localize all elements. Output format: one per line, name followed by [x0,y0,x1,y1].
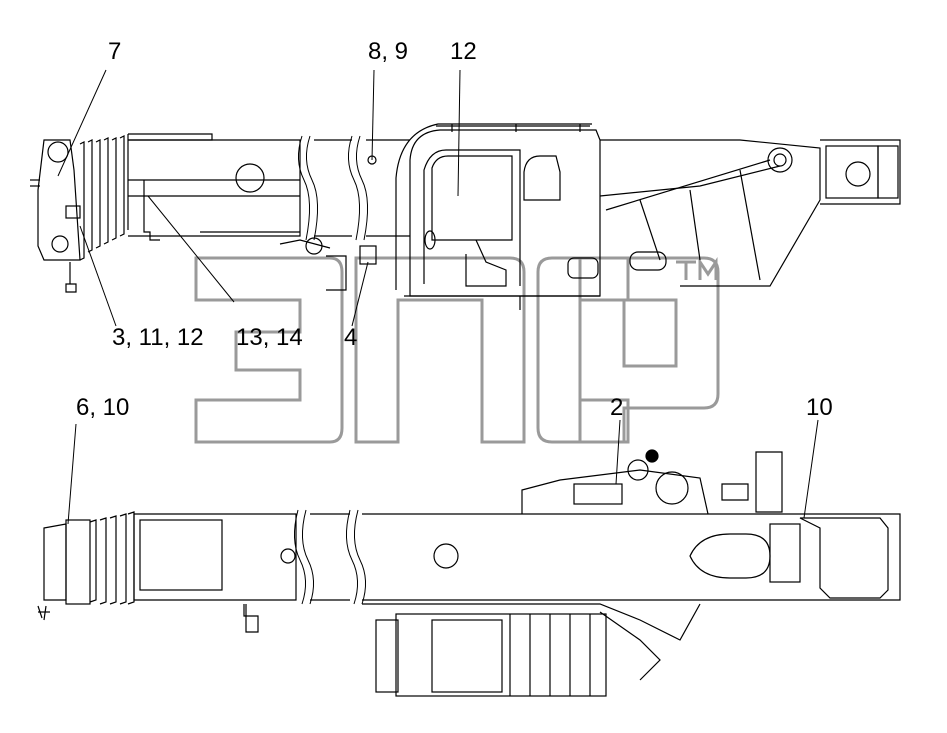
crane-side-view [30,123,901,310]
callout-8-9: 8, 9 [368,38,409,65]
leader-lines-top [57,69,461,327]
leader-lines-bottom [67,419,819,525]
callout-3-11-12: 3, 11, 12 [112,324,204,351]
callout-12: 12 [450,38,477,65]
crane-plan-view [37,449,901,697]
watermark-logo [194,256,720,444]
callout-10: 10 [806,394,833,421]
callout-7: 7 [108,38,122,65]
callout-6-10: 6, 10 [76,394,130,421]
callout-2: 2 [610,394,624,421]
callout-13-14: 13, 14 [236,324,303,351]
callout-4: 4 [344,324,358,351]
